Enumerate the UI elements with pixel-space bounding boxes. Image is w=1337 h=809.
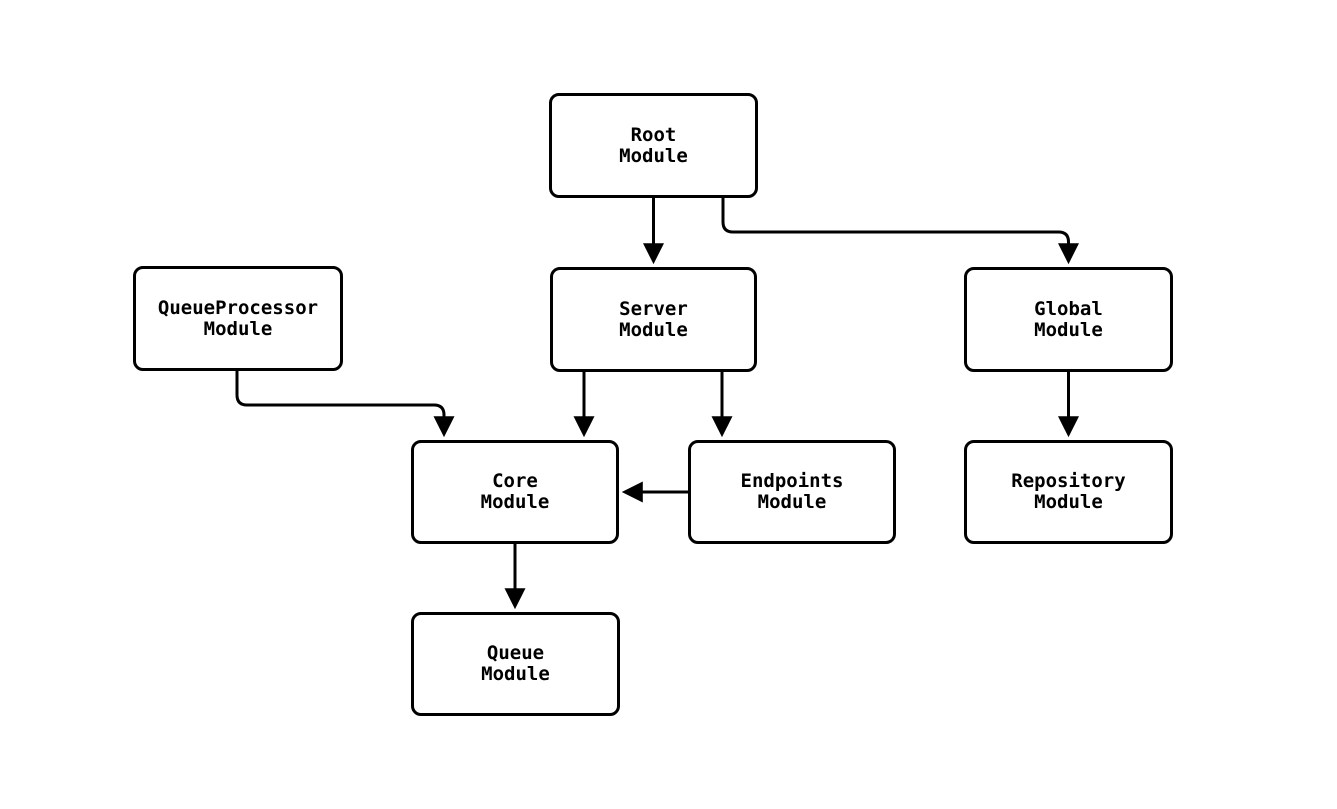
edge-queueprocessor-to-core bbox=[235, 371, 455, 438]
node-root-module: Root Module bbox=[549, 93, 758, 198]
node-repository-module-label: Repository Module bbox=[1011, 470, 1126, 513]
node-core-module-label: Core Module bbox=[480, 470, 550, 513]
node-server-module: Server Module bbox=[550, 267, 757, 372]
node-queueprocessor-module: QueueProcessor Module bbox=[133, 266, 343, 371]
node-endpoints-module: Endpoints Module bbox=[688, 440, 896, 544]
node-queue-module: Queue Module bbox=[411, 612, 620, 716]
edge-root-to-global bbox=[721, 198, 1079, 265]
node-repository-module: Repository Module bbox=[964, 440, 1173, 544]
node-queueprocessor-module-label: QueueProcessor Module bbox=[157, 296, 319, 340]
node-endpoints-module-label: Endpoints Module bbox=[740, 470, 844, 513]
node-server-module-label: Server Module bbox=[619, 297, 688, 341]
node-core-module: Core Module bbox=[411, 440, 619, 544]
node-global-module: Global Module bbox=[964, 267, 1173, 372]
node-global-module-label: Global Module bbox=[1034, 297, 1103, 341]
node-root-module-label: Root Module bbox=[619, 123, 688, 167]
node-queue-module-label: Queue Module bbox=[481, 642, 550, 685]
